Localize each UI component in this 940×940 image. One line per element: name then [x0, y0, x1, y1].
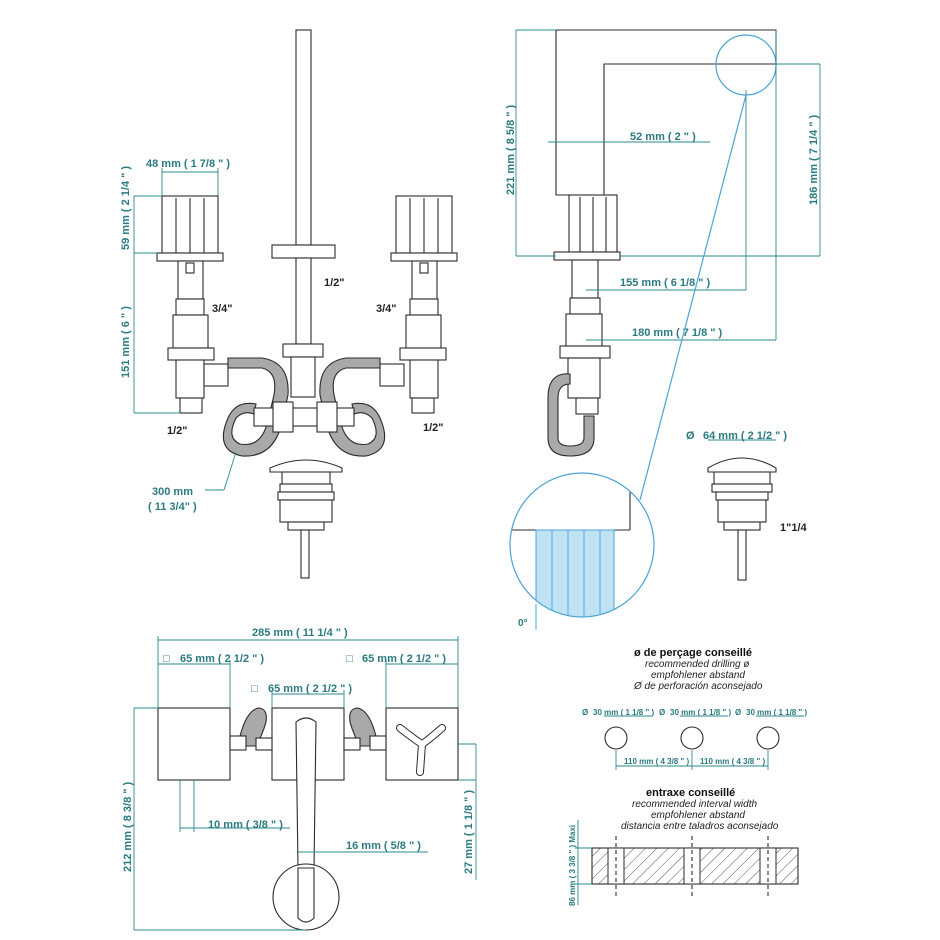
left-plate [156, 252, 224, 262]
interval-diagram [575, 820, 799, 905]
dim-reach-outlet: 155 mm ( 6 1/8 " ) [620, 277, 711, 289]
side-spout [555, 29, 777, 196]
dim-width-top: 48 mm ( 1 7/8 " ) [146, 158, 230, 170]
drill-spacing-2: 110 mm ( 4 3/8 " ) [700, 757, 765, 766]
drill-spacing-1: 110 mm ( 4 3/8 " ) [624, 757, 689, 766]
drilling-diagram [604, 715, 804, 770]
top-spout [295, 717, 317, 869]
label-drain-thread: 1"1/4 [780, 522, 808, 534]
drill-hole-label-1: 30 mm ( 1 1/8 " ) [593, 708, 654, 717]
drill-hole-3 [756, 726, 780, 750]
drilling-line-de: empfohlener abstand [651, 670, 745, 681]
dim-handle-height: 59 mm ( 2 1/4 " ) [120, 166, 132, 250]
drill-hole-1 [604, 726, 628, 750]
label-thread-spout: 1/2" [324, 277, 345, 289]
dim-total-height: 221 mm ( 8 5/8 " ) [505, 104, 517, 195]
interval-title: entraxe conseillé [646, 787, 735, 799]
square-symbol-left: □ [163, 653, 170, 665]
label-thread-left-low: 1/2" [167, 425, 188, 437]
label-thread-right: 3/4" [376, 303, 397, 315]
side-hose [547, 373, 595, 457]
drill-hole-label-3: 30 mm ( 1 1/8 " ) [746, 708, 807, 717]
drilling-title: ø de perçage conseillé [634, 647, 752, 659]
drill-dia-symbol-1: Ø [582, 708, 588, 717]
drain-diameter-symbol: Ø [686, 430, 695, 442]
left-valve [156, 195, 229, 414]
detail-angle: 0° [518, 618, 528, 629]
dim-spout-width: 52 mm ( 2 " ) [630, 131, 696, 143]
front-drain [269, 459, 343, 579]
dim-left-square: 65 mm ( 2 1/2 " ) [180, 653, 264, 665]
interval-line-en: recommended interval width [632, 799, 757, 810]
label-thread-right-low: 1/2" [423, 422, 444, 434]
dim-hose-length-in: ( 11 3/4" ) [148, 501, 197, 513]
dim-center-square: 65 mm ( 2 1/2 " ) [268, 683, 352, 695]
dim-depth: 212 mm ( 8 3/8 " ) [122, 781, 134, 872]
interval-max-label: 86 mm ( 3 3/8 " ) Maxi [568, 825, 577, 906]
spout-nut [282, 343, 324, 358]
dim-reach-total: 180 mm ( 7 1/8 " ) [632, 327, 723, 339]
spout-plate [271, 244, 336, 259]
interval-line-es: distancia entre taladros aconsejado [621, 821, 779, 832]
spout-rod [295, 29, 312, 246]
dim-outlet-height: 186 mm ( 7 1/4 " ) [808, 114, 820, 205]
detail-view [509, 94, 747, 630]
square-symbol-right: □ [346, 653, 353, 665]
dim-offset-27: 27 mm ( 1 1/8 " ) [463, 790, 475, 874]
front-view [133, 29, 458, 579]
top-view [133, 636, 477, 931]
spout-shank [295, 257, 312, 345]
dim-offset-16: 16 mm ( 5/8 " ) [346, 840, 421, 852]
right-valve [379, 195, 458, 414]
dim-right-square: 65 mm ( 2 1/2 " ) [362, 653, 446, 665]
drilling-line-en: recommended drilling ø [645, 659, 750, 670]
dim-drain-diameter: 64 mm ( 2 1/2 " ) [703, 430, 787, 442]
side-drain [707, 439, 777, 581]
drill-hole-2 [680, 726, 704, 750]
side-view [515, 29, 821, 457]
dim-body-height: 151 mm ( 6 " ) [120, 306, 132, 378]
drill-dia-symbol-2: Ø [659, 708, 665, 717]
label-thread-left: 3/4" [212, 303, 233, 315]
drill-hole-label-2: 30 mm ( 1 1/8 " ) [670, 708, 731, 717]
drill-dia-symbol-3: Ø [735, 708, 741, 717]
left-nut [167, 347, 215, 361]
spout-tee [290, 356, 316, 398]
dim-offset-10: 10 mm ( 3/8 " ) [208, 819, 283, 831]
square-symbol-center: □ [251, 683, 258, 695]
crossover-pipe [253, 407, 355, 427]
interval-line-de: empfohlener abstand [651, 810, 745, 821]
dim-total-width: 285 mm ( 11 1/4 " ) [252, 627, 348, 639]
dim-hose-length: 300 mm [152, 486, 193, 498]
drilling-line-es: Ø de perforación aconsejado [633, 681, 763, 692]
